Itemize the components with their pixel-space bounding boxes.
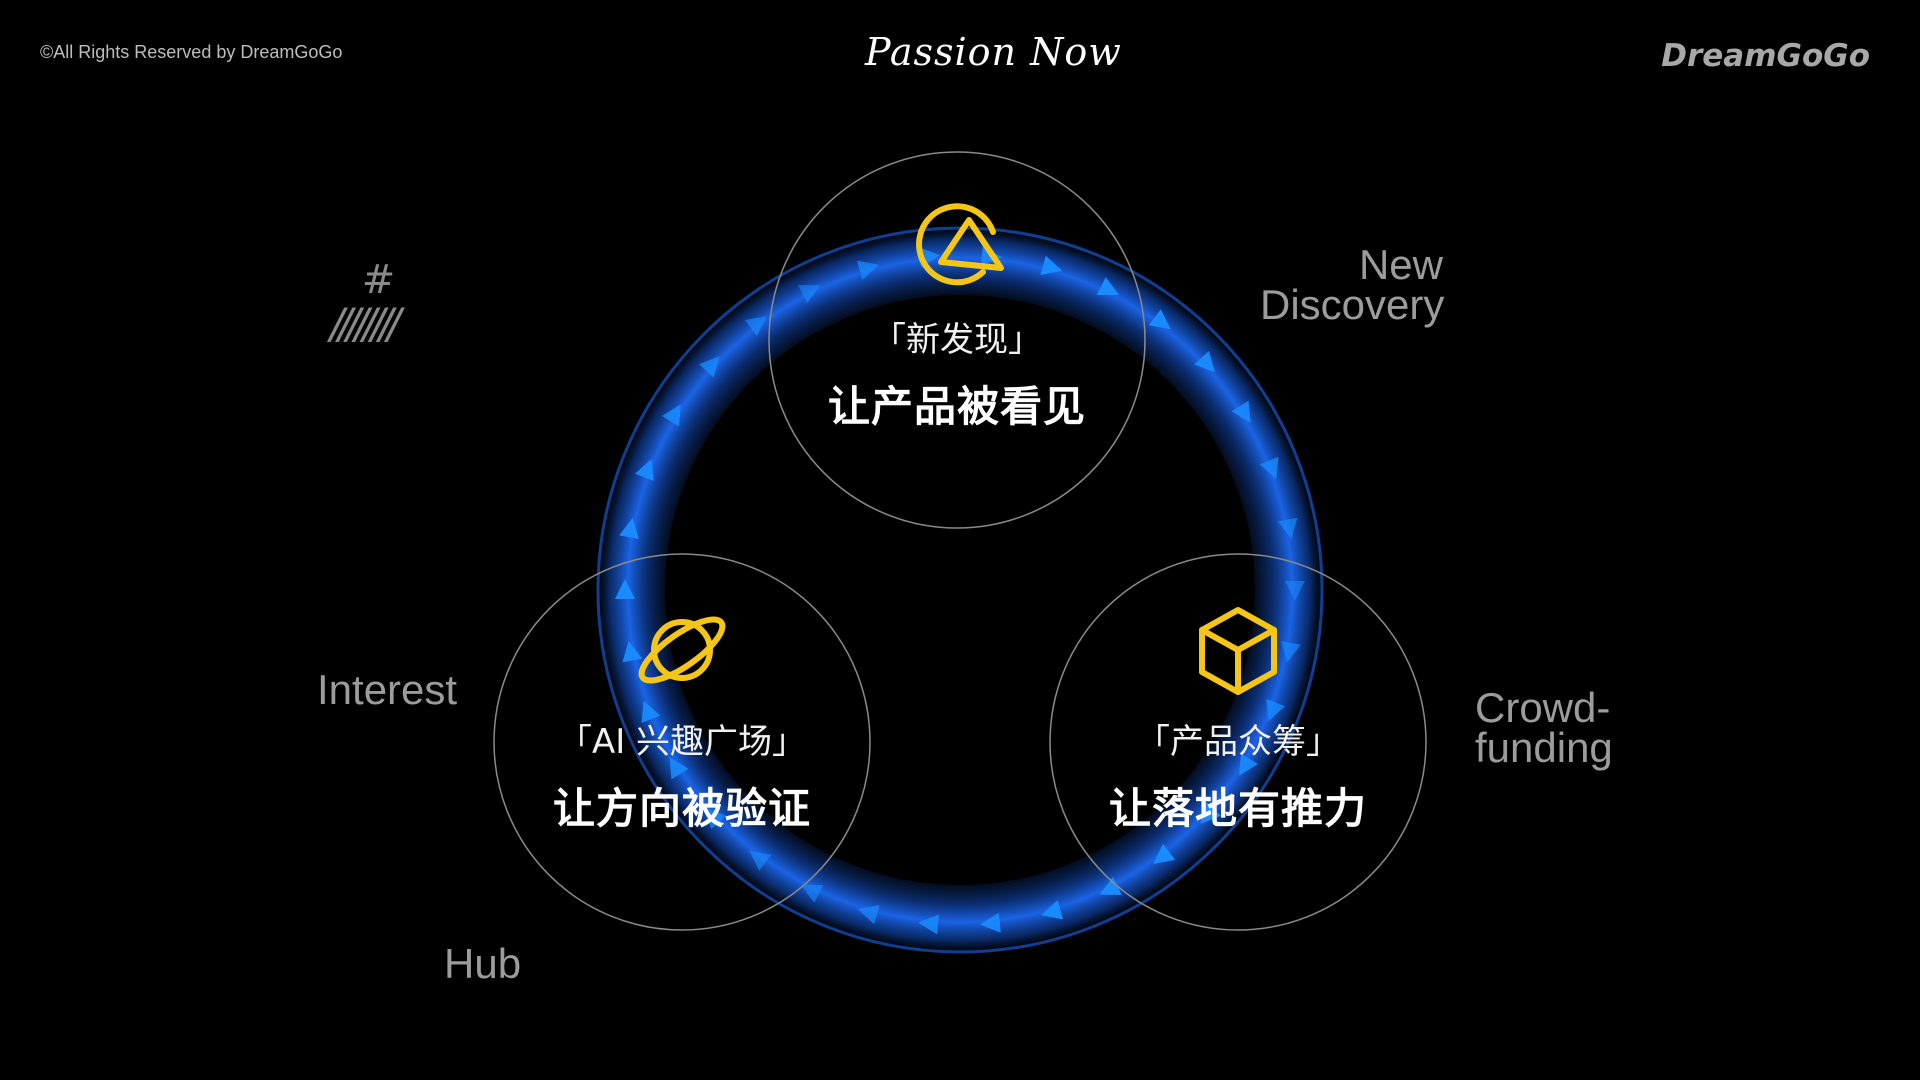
cycle-arrow bbox=[749, 850, 772, 871]
label-hub: Hub bbox=[444, 940, 522, 987]
cycle-arrow bbox=[1200, 802, 1222, 824]
cycle-arrow bbox=[1277, 517, 1298, 540]
node-title: 让方向被验证 bbox=[552, 784, 811, 833]
decorative-marks: # //////// bbox=[330, 257, 401, 348]
cycle-arrow bbox=[619, 517, 639, 540]
node-interest-hub: 「AI 兴趣广场」 让方向被验证 bbox=[494, 714, 870, 836]
cycle-arrow bbox=[1231, 400, 1251, 423]
copyright-text: ©All Rights Reserved by DreamGoGo bbox=[40, 42, 343, 62]
slash-marks: //////// bbox=[330, 299, 401, 348]
node-circle-crowdfunding bbox=[1049, 553, 1427, 931]
cycle-arrow bbox=[635, 458, 654, 482]
cycle-arrow bbox=[800, 884, 824, 903]
planet-icon bbox=[638, 616, 726, 684]
cycle-ring-edge bbox=[596, 226, 1324, 954]
node-circle-new-discovery bbox=[768, 151, 1146, 529]
cycle-arrow bbox=[1040, 255, 1063, 275]
label-crowdfunding-line1: Crowd- bbox=[1475, 684, 1611, 731]
dreamgogo-logo: DreamGoGo bbox=[1661, 38, 1870, 74]
label-new-discovery-line1: New bbox=[1358, 241, 1443, 288]
cycle-arrow bbox=[1285, 581, 1305, 601]
cycle-arrow bbox=[856, 260, 879, 280]
megaphone-icon bbox=[916, 203, 1004, 286]
cycle-arrow bbox=[1194, 350, 1216, 373]
node-crowdfunding: 「产品众筹」 让落地有推力 bbox=[1050, 714, 1426, 836]
node-subtitle: 「产品众筹」 bbox=[1136, 722, 1340, 762]
node-title: 让落地有推力 bbox=[1108, 784, 1367, 833]
cycle-arrow bbox=[622, 640, 643, 663]
cycle-arrow bbox=[704, 807, 726, 830]
cycle-arrow bbox=[1239, 753, 1259, 776]
cycle-arrow bbox=[1266, 698, 1285, 722]
label-interest: Interest bbox=[317, 666, 458, 713]
cycle-arrow bbox=[615, 579, 635, 599]
cycle-arrow bbox=[1041, 900, 1064, 920]
cycle-arrow bbox=[798, 285, 821, 304]
node-title: 让产品被看见 bbox=[827, 382, 1086, 431]
cycle-arrow bbox=[1153, 843, 1176, 864]
cycle-arrow bbox=[1099, 876, 1122, 895]
cycle-arrow bbox=[979, 912, 1001, 933]
node-subtitle: 「新发现」 bbox=[872, 320, 1042, 360]
cycle-arrow bbox=[669, 757, 689, 780]
node-new-discovery: 「新发现」 让产品被看见 bbox=[769, 312, 1145, 434]
cycle-arrow bbox=[918, 914, 939, 935]
hash-mark: # bbox=[361, 257, 396, 303]
cycle-arrow bbox=[641, 700, 661, 724]
cycle-arrow bbox=[1148, 309, 1171, 330]
label-new-discovery: New Discovery bbox=[1260, 241, 1445, 328]
cycle-arrow bbox=[661, 404, 681, 427]
cycle-arrows bbox=[615, 245, 1305, 935]
cube-icon bbox=[1199, 607, 1277, 695]
passion-now-logo: Passion Now bbox=[865, 30, 1122, 74]
cycle-arrow bbox=[698, 356, 720, 378]
node-circle-interest-hub bbox=[493, 553, 871, 931]
cycle-arrow bbox=[857, 905, 880, 925]
label-crowdfunding: Crowd- funding bbox=[1475, 684, 1613, 771]
label-crowdfunding-line2: funding bbox=[1475, 724, 1613, 771]
node-subtitle: 「AI 兴趣广场」 bbox=[557, 722, 807, 762]
cycle-arrow bbox=[1096, 277, 1120, 296]
label-new-discovery-line2: Discovery bbox=[1260, 281, 1445, 328]
cycle-arrow bbox=[1259, 456, 1279, 480]
cycle-arrow bbox=[744, 316, 767, 337]
cycle-arrow bbox=[1281, 640, 1301, 663]
